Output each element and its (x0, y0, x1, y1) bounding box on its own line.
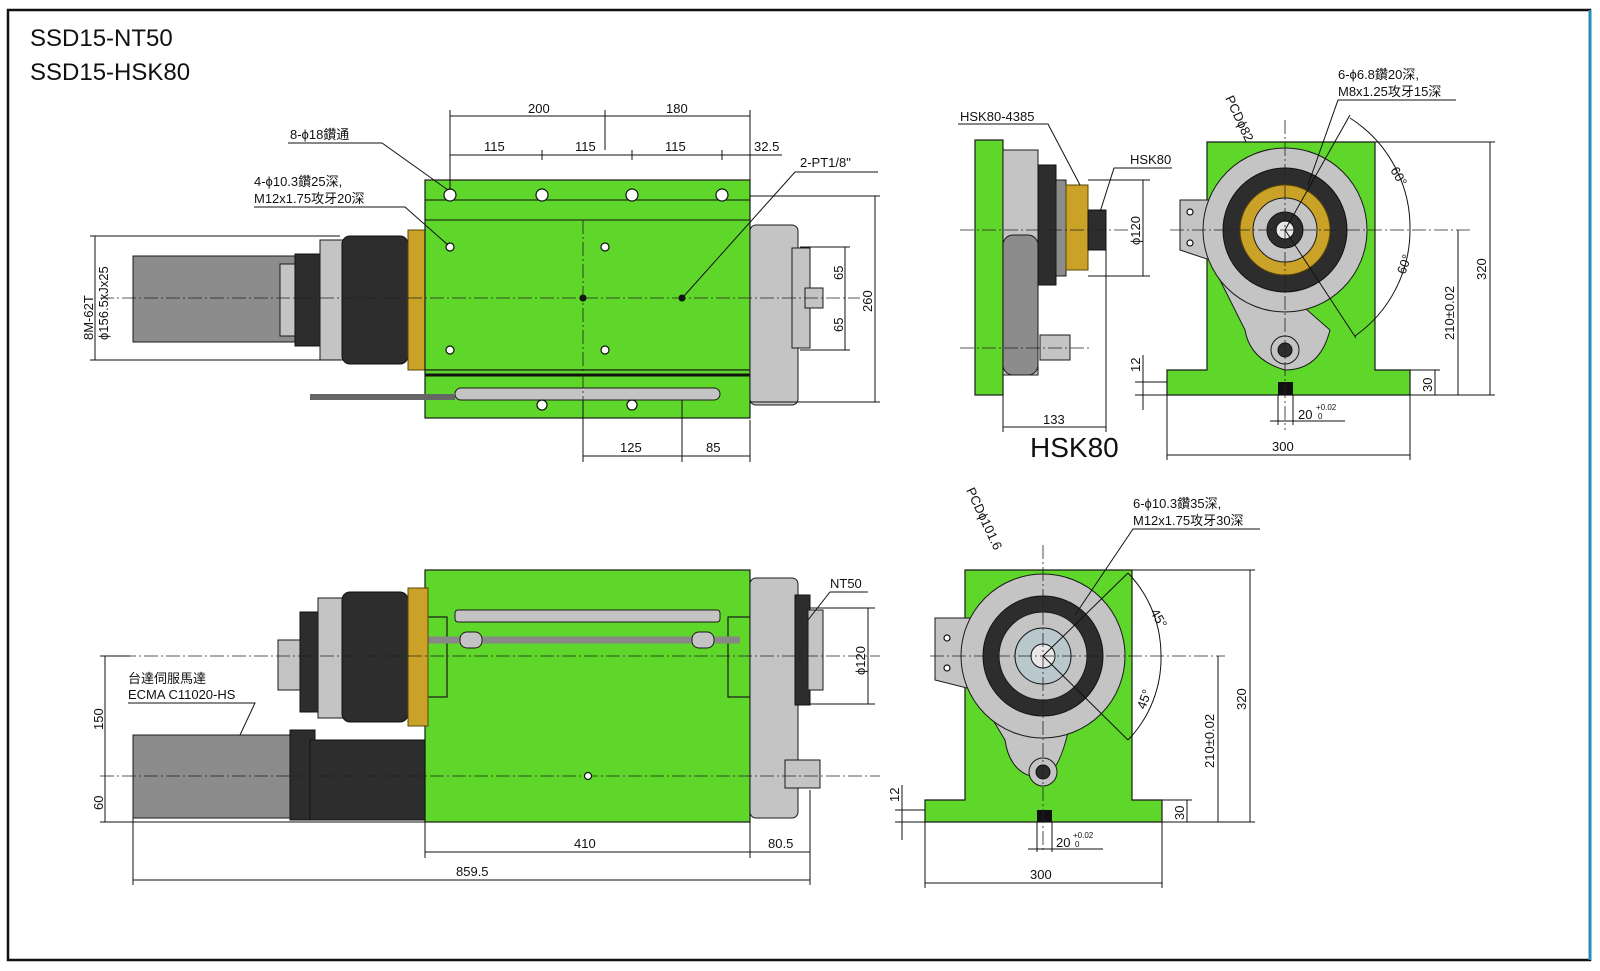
hsk-side-view: HSK80-4385 HSK80 ϕ120 133 HSK80 (958, 109, 1172, 463)
callout-nt50: NT50 (830, 576, 862, 591)
top-view: 200 180 115 115 115 32.5 8-ϕ18鑽通 4-ϕ10.3… (81, 101, 880, 462)
slot-tol-lower-b: 0 (1075, 840, 1080, 849)
dim-belt: 8M-62T (81, 295, 96, 340)
callout-drill: 4-ϕ10.3鑽25深, (254, 174, 342, 189)
dim-nt-320: 320 (1234, 688, 1249, 710)
dim-pulley: ϕ156.5xJx25 (96, 266, 111, 340)
nt-front-view: 45° 45° PCDϕ101.6 6-ϕ10.3鑽35深, M12x1.75攻… (887, 485, 1260, 888)
dim-nt-12: 12 (887, 788, 902, 802)
slot-20-a: 20 (1298, 407, 1312, 422)
dim-133: 133 (1043, 412, 1065, 427)
dim-150: 150 (91, 708, 106, 730)
pcd-101-6: PCDϕ101.6 (963, 485, 1005, 552)
motor-body (132, 255, 304, 343)
slide-rod (454, 387, 721, 401)
angle-45-b: 45° (1134, 687, 1155, 711)
hsk-caption: HSK80 (1030, 432, 1119, 463)
angle-45-a: 45° (1147, 606, 1170, 631)
dim-859-5: 859.5 (456, 864, 489, 879)
pcd-82: PCDϕ82 (1222, 93, 1256, 144)
dim-410: 410 (574, 836, 596, 851)
dim-hsk-12: 12 (1128, 358, 1143, 372)
dim-125: 125 (620, 440, 642, 455)
title-nt50: SSD15-NT50 (30, 25, 173, 52)
callout-nt-tap: M12x1.75攻牙30深 (1133, 513, 1244, 528)
dim-hsk-30: 30 (1420, 378, 1435, 392)
callout-pt-ports: 2-PT1/8" (800, 155, 851, 170)
dim-115-a: 115 (484, 139, 505, 154)
main-body (424, 179, 751, 371)
dim-nt-300: 300 (1030, 867, 1052, 882)
dim-nt-30: 30 (1172, 806, 1187, 820)
dim-nt-dia: ϕ120 (853, 646, 868, 675)
dim-hsk-dia: ϕ120 (1128, 216, 1143, 245)
dim-32-5: 32.5 (754, 139, 779, 154)
dim-80-5: 80.5 (768, 836, 793, 851)
dim-hsk-320: 320 (1474, 258, 1489, 280)
dim-180: 180 (666, 101, 688, 116)
callout-nt-drill: 6-ϕ10.3鑽35深, (1133, 496, 1221, 511)
title-hsk80: SSD15-HSK80 (30, 59, 190, 86)
dim-hsk-210: 210±0.02 (1442, 286, 1457, 340)
nt-side-view: 台達伺服馬達 ECMA C11020-HS NT50 ϕ120 150 60 4… (91, 569, 880, 885)
callout-through-holes: 8-ϕ18鑽通 (290, 127, 349, 142)
dim-200: 200 (528, 101, 550, 116)
slot-tol-upper-b: +0.02 (1073, 831, 1094, 840)
dim-65-b: 65 (831, 318, 846, 332)
angle-60-a: 60° (1387, 164, 1410, 189)
dim-85: 85 (706, 440, 720, 455)
angle-60-b: 60° (1394, 252, 1415, 276)
dim-hsk-300: 300 (1272, 439, 1294, 454)
callout-servo-motor: 台達伺服馬達 (128, 671, 206, 686)
slot-tol-upper-a: +0.02 (1316, 403, 1337, 412)
callout-hsk-drill: 6-ϕ6.8鑽20深, (1338, 67, 1419, 82)
dim-60: 60 (91, 796, 106, 810)
callout-hsk: HSK80 (1130, 152, 1171, 167)
callout-hsk-tap: M8x1.25攻牙15深 (1338, 84, 1441, 99)
dim-260: 260 (860, 290, 875, 312)
slot-20-b: 20 (1056, 835, 1070, 850)
dim-115-c: 115 (665, 139, 686, 154)
spindle-head (749, 224, 799, 406)
callout-hsk-holder: HSK80-4385 (960, 109, 1034, 124)
slot-tol-lower-a: 0 (1318, 412, 1323, 421)
callout-tap: M12x1.75攻牙20深 (254, 191, 365, 206)
callout-motor-model: ECMA C11020-HS (128, 687, 236, 702)
dim-nt-210: 210±0.02 (1202, 714, 1217, 768)
dim-65-a: 65 (831, 266, 846, 280)
drive-housing (341, 235, 409, 365)
dim-115-b: 115 (575, 139, 596, 154)
hsk-front-view: 60° 60° PCDϕ82 6-ϕ6.8鑽20深, M8x1.25攻牙15深 … (1128, 67, 1495, 460)
